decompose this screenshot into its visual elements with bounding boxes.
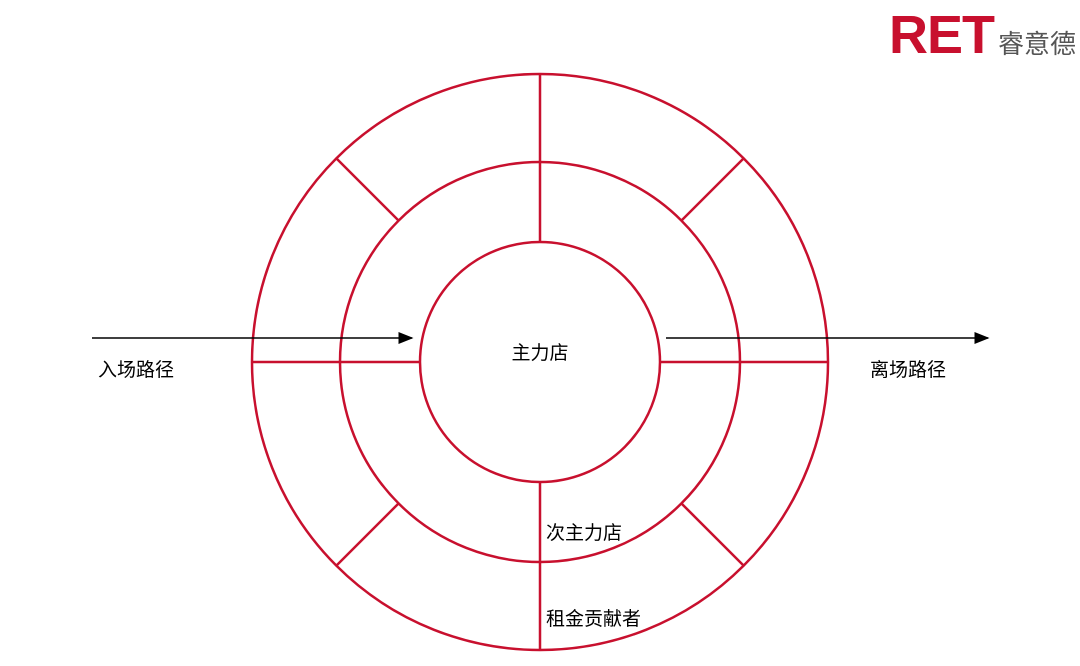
logo-mark: RET [888,5,995,65]
entry-path-label: 入场路径 [98,359,174,381]
exit-path-label: 离场路径 [870,359,946,381]
divider-top-right [680,157,745,222]
divider-bottom-left [335,502,400,567]
outer-ring-label: 租金贡献者 [546,608,641,630]
logo-chinese: 睿意德 [997,30,1076,60]
divider-bottom-right [680,502,745,567]
middle-ring-label: 次主力店 [546,522,622,544]
divider-top-left [335,157,400,222]
ret-logo: RET 睿意德 [889,8,1076,62]
center-label: 主力店 [511,342,568,364]
